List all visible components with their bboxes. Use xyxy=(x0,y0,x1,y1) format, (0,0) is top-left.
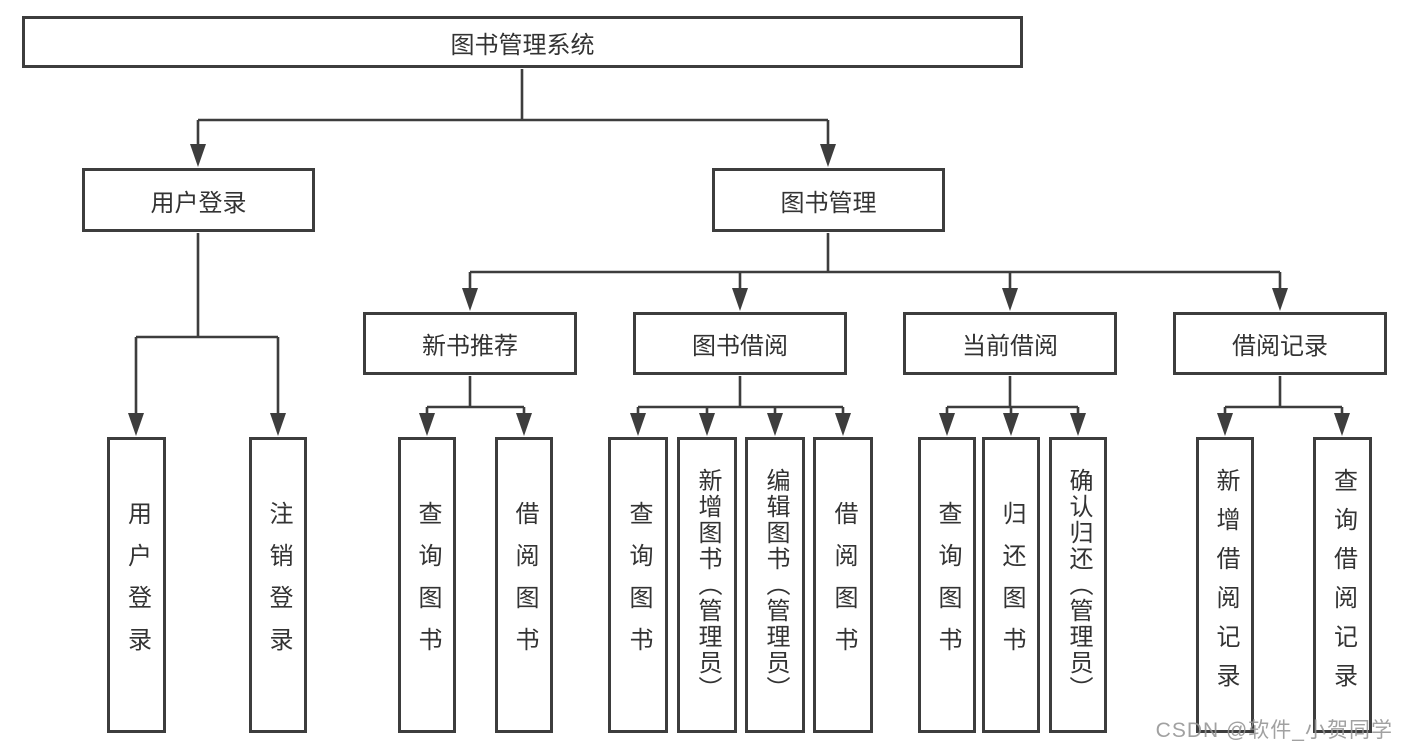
node-label: 当前借阅 xyxy=(962,333,1058,360)
leaf-label: 查询图书 xyxy=(414,501,441,669)
node-label: 图书管理系统 xyxy=(450,31,595,59)
leaf-user-login: 用户登录 xyxy=(107,437,166,733)
node-label: 图书管理 xyxy=(780,189,877,217)
leaf-edit-book-admin: 编辑图书（管理员） xyxy=(745,437,805,733)
leaf-label: 查询图书 xyxy=(625,501,652,669)
leaf-label: 新增图书（管理员） xyxy=(694,468,721,702)
leaf-label: 查询借阅记录 xyxy=(1329,468,1357,702)
node-book-borrow: 图书借阅 xyxy=(633,312,847,375)
leaf-label: 编辑图书（管理员） xyxy=(762,468,789,702)
leaf-label: 确认归还（管理员） xyxy=(1065,468,1092,702)
leaf-query-books-3: 查询图书 xyxy=(918,437,976,733)
node-current-borrow: 当前借阅 xyxy=(903,312,1117,375)
leaf-add-borrow-record: 新增借阅记录 xyxy=(1196,437,1254,733)
leaf-query-books-2: 查询图书 xyxy=(608,437,668,733)
leaf-query-books-1: 查询图书 xyxy=(398,437,456,733)
leaf-add-book-admin: 新增图书（管理员） xyxy=(677,437,737,733)
leaf-borrow-books-2: 借阅图书 xyxy=(813,437,873,733)
node-label: 借阅记录 xyxy=(1232,333,1328,360)
node-label: 用户登录 xyxy=(150,189,247,217)
node-user-login-module: 用户登录 xyxy=(82,168,315,232)
arrowheads xyxy=(128,144,1350,436)
node-new-book-recommend: 新书推荐 xyxy=(363,312,577,375)
node-book-management-module: 图书管理 xyxy=(712,168,945,232)
leaf-borrow-books-1: 借阅图书 xyxy=(495,437,553,733)
leaf-label: 借阅图书 xyxy=(830,501,857,669)
leaf-label: 查询图书 xyxy=(934,501,961,669)
leaf-label: 新增借阅记录 xyxy=(1212,468,1239,702)
leaf-label: 归还图书 xyxy=(998,501,1025,669)
node-borrow-records: 借阅记录 xyxy=(1173,312,1387,375)
leaf-label: 注销登录 xyxy=(265,501,292,669)
node-root-system: 图书管理系统 xyxy=(22,16,1023,68)
leaf-label: 用户登录 xyxy=(123,501,151,669)
leaf-label: 借阅图书 xyxy=(511,501,538,669)
node-label: 新书推荐 xyxy=(422,333,518,360)
leaf-confirm-return-admin: 确认归还（管理员） xyxy=(1049,437,1107,733)
connector-paths xyxy=(134,69,1344,422)
leaf-return-book: 归还图书 xyxy=(982,437,1040,733)
csdn-watermark: CSDN @软件_小贺同学 xyxy=(1155,719,1393,742)
leaf-logout: 注销登录 xyxy=(249,437,307,733)
node-label: 图书借阅 xyxy=(692,333,788,360)
leaf-query-borrow-record: 查询借阅记录 xyxy=(1313,437,1372,733)
